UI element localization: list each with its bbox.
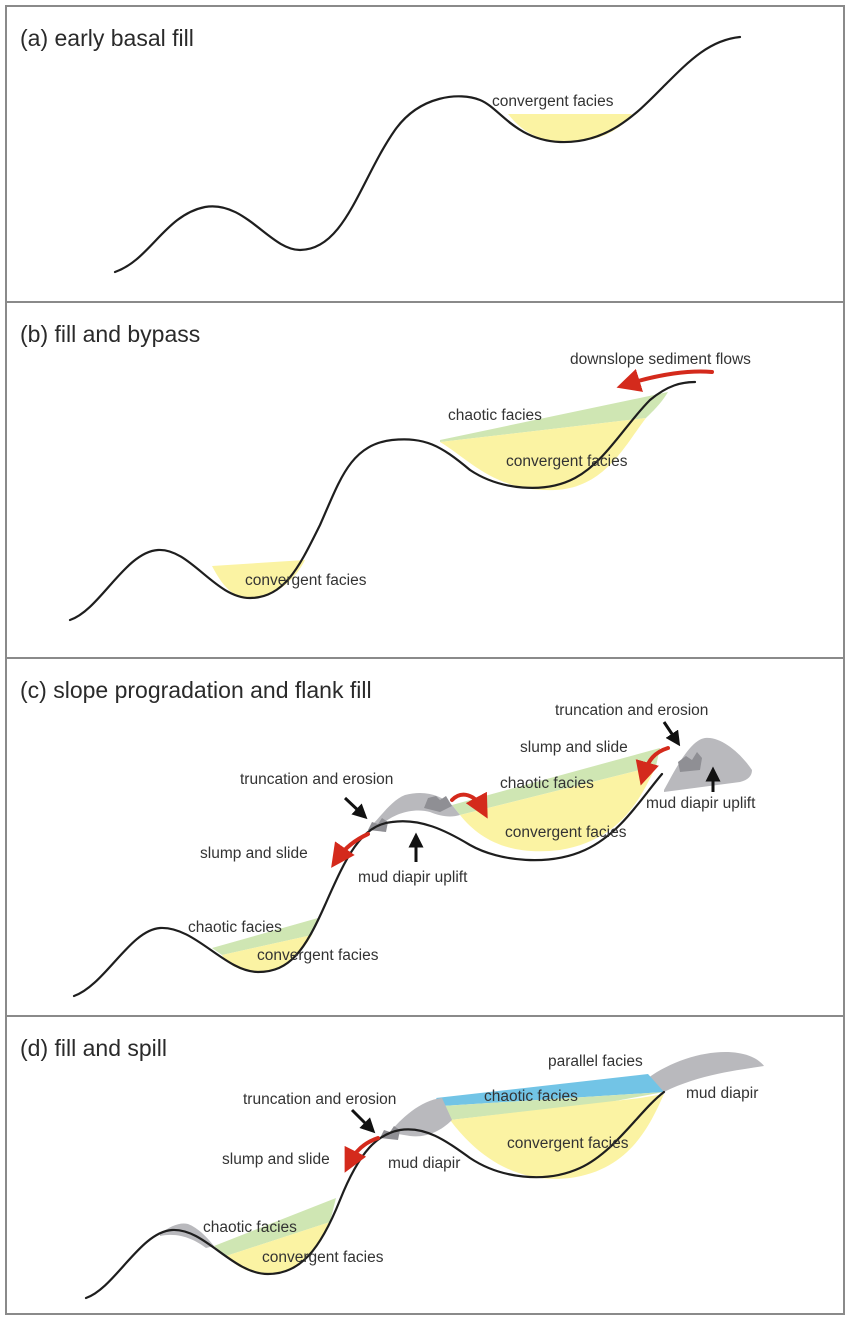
label-truncation-erosion: truncation and erosion bbox=[243, 1091, 396, 1108]
erosion-arrow bbox=[350, 1108, 376, 1134]
label-mud-diapir-left: mud diapir bbox=[388, 1155, 460, 1172]
slump-arrow-right bbox=[635, 746, 670, 786]
slump-arrow-center bbox=[450, 791, 488, 819]
label-convergent-facies: convergent facies bbox=[492, 93, 614, 110]
chaotic-facies-fill-upper bbox=[442, 1092, 664, 1120]
chaotic-facies-fill bbox=[440, 392, 668, 442]
basin-profile-b bbox=[68, 380, 697, 622]
label-mud-diapir-uplift-left: mud diapir uplift bbox=[358, 869, 468, 886]
parallel-facies-fill bbox=[436, 1074, 664, 1106]
convergent-facies-fill-lower bbox=[222, 935, 312, 972]
label-chaotic-facies-upper: chaotic facies bbox=[500, 775, 594, 792]
label-convergent-facies-upper: convergent facies bbox=[507, 1135, 629, 1152]
erosion-arrow-right bbox=[662, 721, 681, 747]
panel-a: (a) early basal fill convergent facies bbox=[5, 5, 845, 303]
panel-a-title: (a) early basal fill bbox=[20, 25, 194, 51]
convergent-facies-fill-lower bbox=[212, 560, 305, 598]
label-mud-diapir-uplift-right: mud diapir uplift bbox=[646, 795, 756, 812]
basin-profile-a bbox=[113, 35, 742, 274]
label-convergent-facies-lower: convergent facies bbox=[245, 572, 367, 589]
label-slump-slide-right: slump and slide bbox=[520, 739, 628, 756]
panel-b-title: (b) fill and bypass bbox=[20, 321, 200, 347]
panel-d-title: (d) fill and spill bbox=[20, 1035, 167, 1061]
label-convergent-facies-lower: convergent facies bbox=[257, 947, 379, 964]
chaotic-facies-fill-lower bbox=[212, 918, 318, 955]
label-convergent-facies-upper: convergent facies bbox=[505, 824, 627, 841]
label-mud-diapir-right: mud diapir bbox=[686, 1085, 758, 1102]
label-convergent-facies-upper: convergent facies bbox=[506, 453, 628, 470]
convergent-facies-fill-lower bbox=[226, 1222, 330, 1274]
label-slump-slide-left: slump and slide bbox=[200, 845, 308, 862]
label-slump-slide: slump and slide bbox=[222, 1151, 330, 1168]
convergent-facies-fill-upper bbox=[450, 1094, 664, 1179]
erosion-arrow-left bbox=[343, 796, 368, 820]
label-truncation-erosion-left: truncation and erosion bbox=[240, 771, 393, 788]
label-parallel-facies: parallel facies bbox=[548, 1053, 643, 1070]
chaotic-facies-fill-lower bbox=[214, 1198, 336, 1256]
panel-c-frame bbox=[5, 657, 845, 1017]
convergent-facies-fill-upper bbox=[460, 766, 656, 852]
label-truncation-erosion-right: truncation and erosion bbox=[555, 702, 708, 719]
mud-diapir-right bbox=[648, 1052, 764, 1092]
eroded-block-left bbox=[424, 796, 452, 812]
panel-d: (d) fill and spill parallel facies trunc… bbox=[5, 1015, 845, 1315]
label-chaotic-facies-lower: chaotic facies bbox=[188, 919, 282, 936]
panel-c-title: (c) slope progradation and flank fill bbox=[20, 677, 372, 703]
panel-a-frame bbox=[5, 5, 845, 303]
convergent-facies-fill-upper bbox=[440, 418, 646, 491]
eroded-block-right bbox=[678, 752, 702, 772]
panel-b: (b) fill and bypass downslope sediment f… bbox=[5, 301, 845, 659]
panel-c: (c) slope progradation and flank fill tr… bbox=[5, 657, 845, 1017]
downslope-flow-arrow bbox=[616, 368, 714, 392]
label-chaotic-facies-lower: chaotic facies bbox=[203, 1219, 297, 1236]
slump-arrow bbox=[344, 1136, 380, 1173]
slump-arrow-left bbox=[331, 832, 370, 868]
label-convergent-facies-lower: convergent facies bbox=[262, 1249, 384, 1266]
label-downslope-sediment-flows: downslope sediment flows bbox=[570, 351, 751, 368]
label-chaotic-facies: chaotic facies bbox=[448, 407, 542, 424]
mud-diapir-left bbox=[390, 1098, 452, 1137]
label-chaotic-facies-upper: chaotic facies bbox=[484, 1088, 578, 1105]
mud-diapir-right bbox=[664, 737, 752, 792]
chaotic-facies-fill-upper bbox=[452, 748, 660, 815]
